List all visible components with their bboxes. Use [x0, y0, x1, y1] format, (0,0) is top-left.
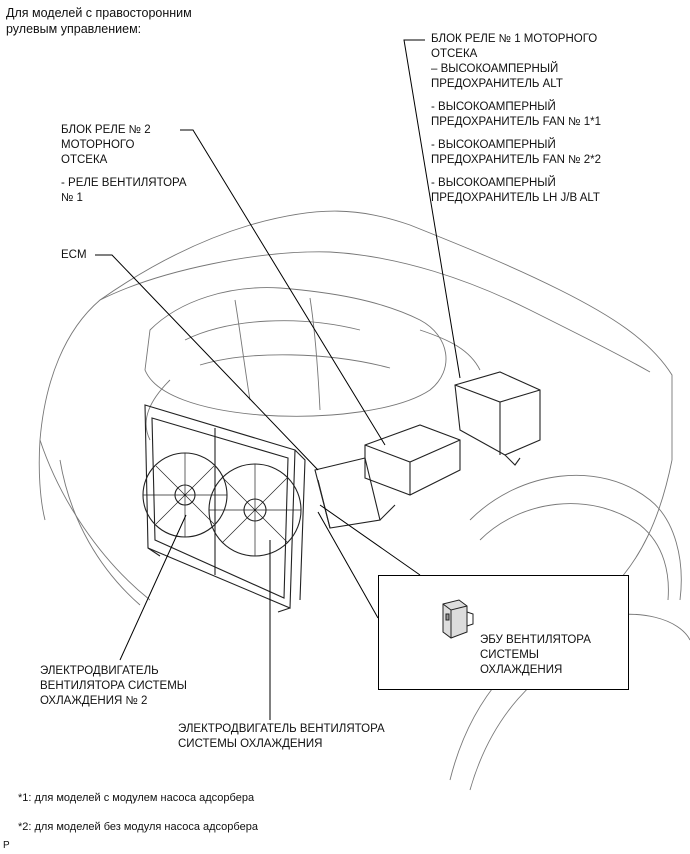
fan-motor2-line-2: ВЕНТИЛЯТОРА СИСТЕМЫ [40, 680, 187, 692]
header-note-line-1: Для моделей с правосторонним [6, 6, 192, 20]
header-note: Для моделей с правосторонним рулевым упр… [6, 5, 192, 37]
relay-block-1-drawing [454, 371, 541, 466]
relay1-item-3a: - ВЫСОКОАМПЕРНЫЙ [431, 139, 556, 151]
relay1-item-4a: - ВЫСОКОАМПЕРНЫЙ [431, 177, 556, 189]
leader-relay1 [403, 39, 461, 379]
fan-ecu-line-3: ОХЛАЖДЕНИЯ [480, 664, 563, 676]
leader-ecm [95, 254, 319, 471]
label-fan-motor: ЭЛЕКТРОДВИГАТЕЛЬ ВЕНТИЛЯТОРА СИСТЕМЫ ОХЛ… [178, 722, 385, 752]
fan-motor2-line-3: ОХЛАЖДЕНИЯ № 2 [40, 695, 148, 707]
relay2-title-3: ОТСЕКА [61, 154, 108, 166]
relay1-title-1: БЛОК РЕЛЕ № 1 МОТОРНОГО [431, 33, 598, 45]
bumper-lines [38, 439, 141, 606]
car-body-outline [39, 210, 673, 601]
wheel-arch [469, 474, 682, 601]
relay1-item-3b: ПРЕДОХРАНИТЕЛЬ FAN № 2*2 [431, 154, 601, 166]
fan-ecu-line-1: ЭБУ ВЕНТИЛЯТОРА [480, 634, 591, 646]
fan-motor2-line-1: ЭЛЕКТРОДВИГАТЕЛЬ [40, 665, 159, 677]
relay-block-2-drawing [314, 424, 461, 529]
fan-ecu-line-2: СИСТЕМЫ [480, 649, 539, 661]
engine-cover [144, 287, 447, 417]
relay1-item-4b: ПРЕДОХРАНИТЕЛЬ LH J/B ALT [431, 192, 600, 204]
label-relay-block-1: БЛОК РЕЛЕ № 1 МОТОРНОГО ОТСЕКА – ВЫСОКОА… [431, 32, 601, 206]
relay1-title-2: ОТСЕКА [431, 48, 478, 60]
fan-ecu-inset: ЭБУ ВЕНТИЛЯТОРА СИСТЕМЫ ОХЛАЖДЕНИЯ [378, 575, 629, 690]
fan-motor-line-1: ЭЛЕКТРОДВИГАТЕЛЬ ВЕНТИЛЯТОРА [178, 723, 385, 735]
footnote-1: *1: для моделей с модулем насоса адсорбе… [18, 792, 255, 804]
leader-relay2 [180, 129, 386, 446]
radiator-fan-assembly [142, 404, 306, 613]
label-fan-motor-2: ЭЛЕКТРОДВИГАТЕЛЬ ВЕНТИЛЯТОРА СИСТЕМЫ ОХЛ… [40, 664, 187, 709]
inset-pointer-bottom [317, 511, 379, 619]
footnote-2: *2: для моделей без модуля насоса адсорб… [18, 821, 258, 833]
corner-mark: P [3, 840, 10, 851]
inset-pointer-top [319, 504, 421, 576]
fan-ecu-icon [442, 599, 474, 639]
relay1-item-1a: – ВЫСОКОАМПЕРНЫЙ [431, 63, 559, 75]
relay2-title-1: БЛОК РЕЛЕ № 2 [61, 124, 151, 136]
label-relay-block-2: БЛОК РЕЛЕ № 2 МОТОРНОГО ОТСЕКА - РЕЛЕ ВЕ… [61, 123, 187, 206]
relay1-item-2a: - ВЫСОКОАМПЕРНЫЙ [431, 101, 556, 113]
relay2-item-1b: № 1 [61, 192, 83, 204]
leader-fan-motor2 [119, 514, 187, 661]
header-note-line-2: рулевым управлением: [6, 22, 142, 36]
hood-line [99, 251, 651, 373]
relay2-title-2: МОТОРНОГО [61, 139, 135, 151]
relay2-item-1a: - РЕЛЕ ВЕНТИЛЯТОРА [61, 177, 187, 189]
relay1-item-2b: ПРЕДОХРАНИТЕЛЬ FAN № 1*1 [431, 116, 601, 128]
relay1-item-1b: ПРЕДОХРАНИТЕЛЬ ALT [431, 78, 563, 90]
fan-motor-line-2: СИСТЕМЫ ОХЛАЖДЕНИЯ [178, 738, 323, 750]
engine-detail-lines [145, 297, 481, 441]
label-ecm: ECM [61, 249, 87, 261]
label-fan-ecu: ЭБУ ВЕНТИЛЯТОРА СИСТЕМЫ ОХЛАЖДЕНИЯ [480, 633, 591, 678]
